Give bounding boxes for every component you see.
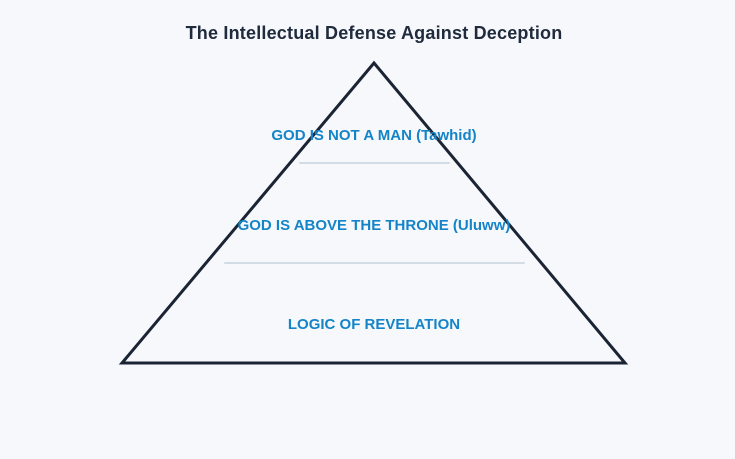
pyramid-level-1-label: GOD IS NOT A MAN (Tawhid): [271, 127, 477, 144]
level-divider-1: [299, 162, 450, 164]
pyramid-level-3-label: LOGIC OF REVELATION: [287, 316, 461, 333]
level-divider-2: [224, 262, 525, 264]
pyramid-outline: [118, 60, 629, 365]
diagram-title: The Intellectual Defense Against Decepti…: [185, 23, 563, 43]
pyramid-level-2-label: GOD IS ABOVE THE THRONE (Uluww): [237, 217, 511, 234]
